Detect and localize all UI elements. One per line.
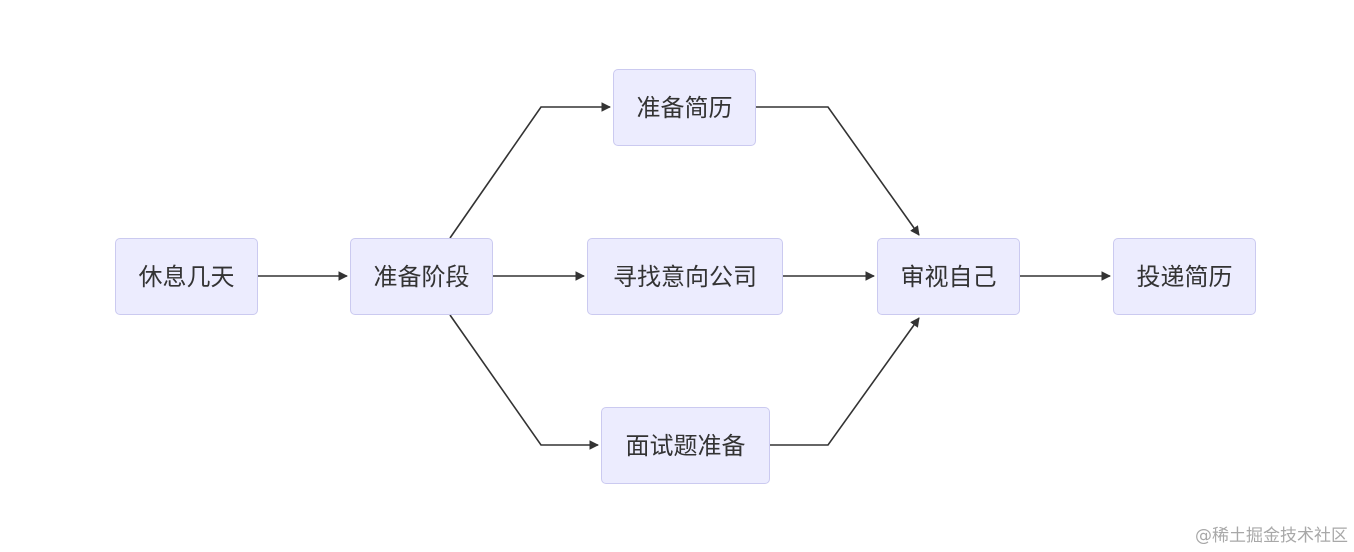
- node-prepare-resume-label: 准备简历: [636, 93, 733, 122]
- node-preparation-stage-label: 准备阶段: [373, 262, 470, 291]
- node-prepare-resume: 准备简历: [613, 69, 756, 146]
- node-rest-days: 休息几天: [115, 238, 258, 315]
- watermark: @稀土掘金技术社区: [1195, 526, 1348, 546]
- node-preparation-stage: 准备阶段: [350, 238, 493, 315]
- node-rest-days-label: 休息几天: [138, 262, 235, 291]
- node-find-target-company-label: 寻找意向公司: [613, 262, 757, 291]
- node-interview-prep-label: 面试题准备: [625, 431, 746, 460]
- node-find-target-company: 寻找意向公司: [587, 238, 783, 315]
- node-self-review-label: 审视自己: [900, 262, 997, 291]
- node-self-review: 审视自己: [877, 238, 1020, 315]
- edge-prep-to-resume: [449, 102, 611, 239]
- edge-resume-to-review: [756, 106, 920, 236]
- node-submit-resume: 投递简历: [1113, 238, 1256, 315]
- edge-prep-to-interview: [449, 314, 599, 450]
- edge-interview-to-review: [770, 317, 920, 446]
- node-interview-prep: 面试题准备: [601, 407, 770, 484]
- node-submit-resume-label: 投递简历: [1136, 262, 1233, 291]
